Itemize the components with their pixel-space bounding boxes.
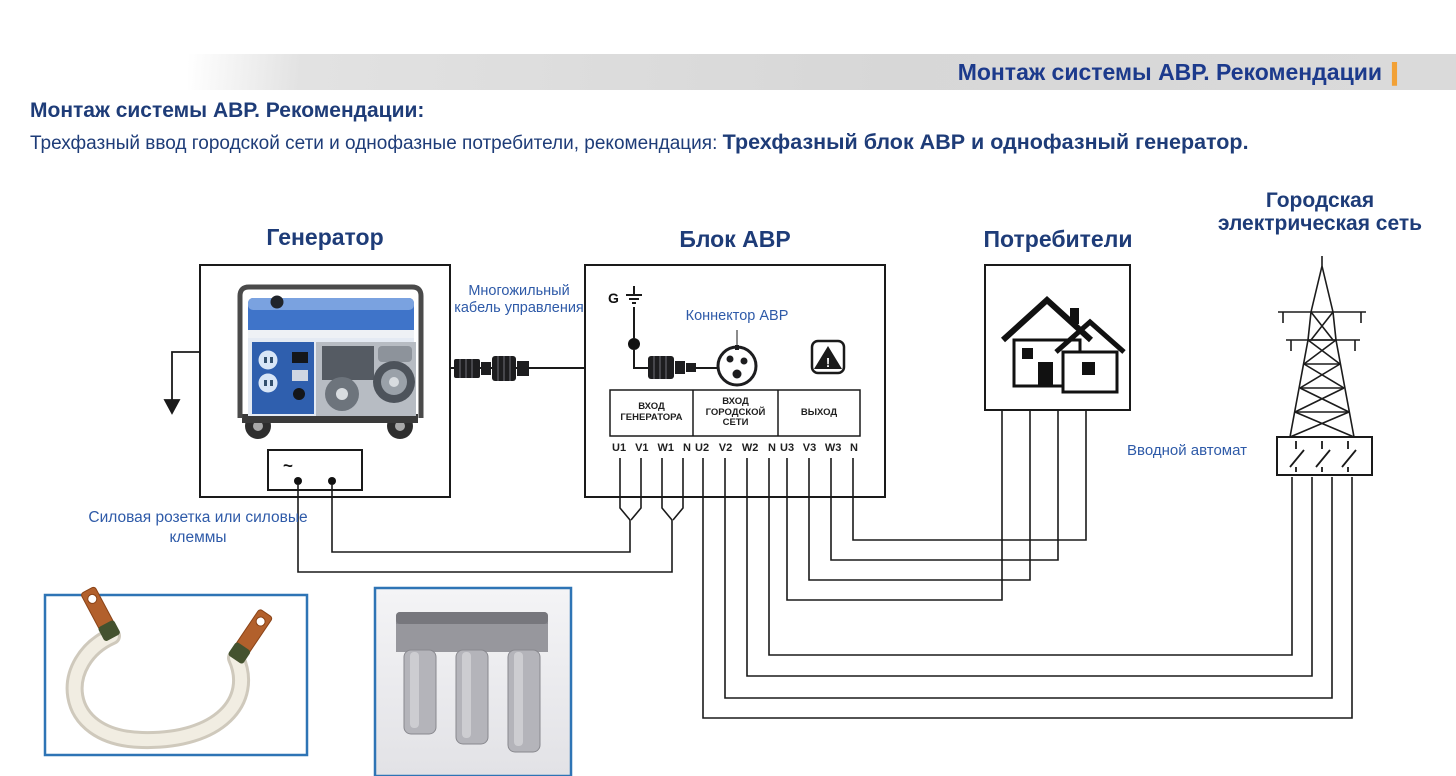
avr-pins-output: U3 V3 W3 N: [780, 442, 858, 454]
cable-lug-right: [228, 609, 273, 664]
pin-label: N: [683, 442, 691, 454]
header-accent-mark: |: [1388, 57, 1401, 86]
wires-output-consumers: [786, 410, 1087, 601]
pin-label: W3: [824, 442, 842, 454]
avr-box: [584, 264, 886, 498]
avr-internals: G: [608, 286, 846, 387]
pin-label: U3: [780, 442, 795, 454]
city-grid-label: Городская электрическая сеть: [1217, 189, 1423, 235]
warning-icon: !: [810, 339, 846, 375]
breaker-switch-symbols: [1289, 441, 1357, 472]
page-title: Монтаж системы АВР. Рекомендации: [957, 58, 1382, 85]
control-cable-label: Многожильный кабель управления: [454, 283, 584, 316]
pin-label: U2: [695, 442, 710, 454]
pin-label: V2: [718, 442, 733, 454]
houses-icon: [1000, 295, 1126, 394]
avr-terminal-title-city-input: ВХОД ГОРОДСКОЙ СЕТИ: [693, 390, 778, 436]
avr-round-connector-icon: [716, 330, 758, 387]
socket-tilde-symbol: ~: [283, 456, 293, 475]
consumers-label: Потребители: [983, 226, 1133, 252]
terminal-title-text: ВХОД ГЕНЕРАТОРА: [620, 401, 683, 423]
intro-text-bold: Трехфазный блок АВР и однофазный генерат…: [722, 130, 1249, 154]
pin-label: U1: [612, 442, 627, 454]
ground-symbol-icon: [626, 286, 642, 338]
pin-label: V1: [635, 442, 649, 454]
svg-text:!: !: [826, 355, 830, 370]
socket-note-label: Силовая розетка или силовые клеммы: [88, 509, 308, 547]
generator-illustration: [237, 284, 424, 439]
avr-terminal-strip: [609, 389, 861, 437]
terminal-title-text: ВЫХОД: [800, 406, 838, 418]
avr-ground-mark: G: [608, 290, 619, 306]
avr-label: Блок АВР: [679, 226, 791, 252]
socket-terminal-left: [294, 477, 302, 485]
section-heading: Монтаж системы АВР. Рекомендации:: [30, 99, 425, 122]
avr-pins-generator-input: U1 V1 W1 N: [612, 442, 691, 454]
header-bar: Монтаж системы АВР. Рекомендации |: [188, 54, 1456, 90]
socket-symbols: ~: [283, 456, 336, 485]
pin-label: W1: [657, 442, 675, 454]
socket-terminal-right: [328, 477, 336, 485]
cable-gland-dot: [628, 338, 640, 350]
pin-label: N: [850, 442, 858, 454]
breaker-label: Вводной автомат: [1127, 442, 1247, 459]
cable-lug-left: [81, 586, 120, 641]
ground-arrow: [163, 351, 200, 415]
generator-label: Генератор: [266, 224, 384, 250]
avr-connector-label: Коннектор АВР: [685, 308, 789, 324]
control-cable: [450, 356, 585, 381]
diagram-boxes: [199, 264, 1373, 498]
pin-label: N: [768, 442, 776, 454]
wires-city-input: [702, 458, 1353, 719]
pin-label: V3: [802, 442, 817, 454]
terminal-title-text: ВХОД ГОРОДСКОЙ СЕТИ: [705, 396, 766, 429]
intro-paragraph: Трехфазный ввод городской сети и однофаз…: [30, 128, 1380, 157]
power-tower-icon: [1278, 256, 1366, 438]
avr-cable-connector: [648, 356, 696, 379]
generator-box: [199, 264, 451, 498]
photo-jumper-combs: [373, 586, 573, 776]
wires-generator-input: [297, 458, 684, 573]
intro-text-regular: Трехфазный ввод городской сети и однофаз…: [30, 133, 723, 154]
avr-pins-city-input: U2 V2 W2 N: [695, 442, 776, 454]
photo-power-cable: [43, 586, 309, 757]
avr-terminal-title-output: ВЫХОД: [778, 390, 860, 436]
generator-socket-box: [267, 449, 363, 491]
avr-terminal-title-generator-input: ВХОД ГЕНЕРАТОРА: [610, 390, 693, 436]
pin-label: W2: [741, 442, 759, 454]
